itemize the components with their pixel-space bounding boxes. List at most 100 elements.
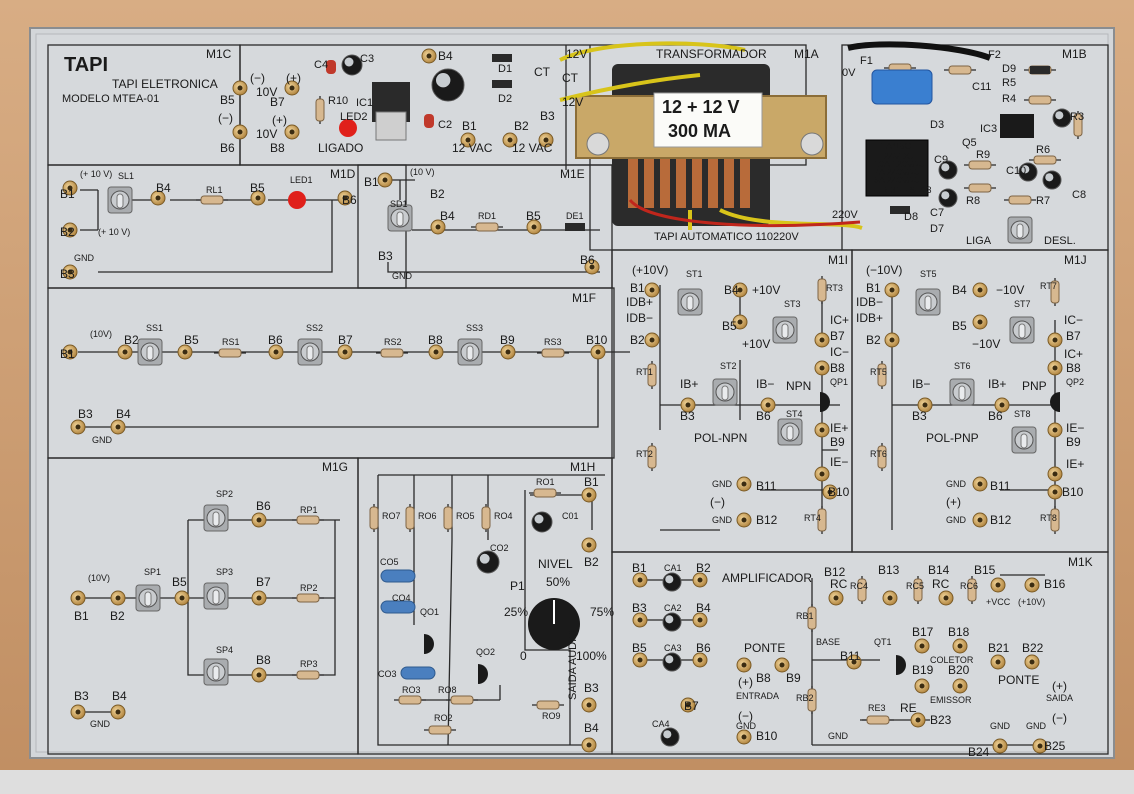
sd1-toggle-switch-lever <box>396 211 404 227</box>
b1-label: B1 <box>74 609 89 623</box>
jack-hole <box>741 517 747 523</box>
model-label: MODELO MTEA-01 <box>62 93 160 105</box>
desl-label: DESL. <box>1044 235 1076 247</box>
sp1-toggle-switch-lever <box>144 591 152 607</box>
icp-label: IC+ <box>1064 347 1084 361</box>
jack-hole <box>433 349 439 355</box>
r3-resistor <box>1073 113 1083 137</box>
coletor-label: COLETOR <box>930 655 974 665</box>
jack-hole <box>589 264 595 270</box>
transformer-winding <box>676 150 686 208</box>
jack-hole <box>1037 743 1043 749</box>
saida-label: SAIDA <box>1046 693 1074 703</box>
red-wire <box>628 198 861 227</box>
jack-hole <box>819 365 825 371</box>
b5-label: B5 <box>952 319 967 333</box>
sp4-label: SP4 <box>216 645 234 655</box>
c2-capacitor <box>424 114 434 128</box>
transformer-label <box>653 92 763 148</box>
b9-label: B9 <box>1066 435 1081 449</box>
company-label: TAPI ELETRONICA <box>112 77 218 91</box>
jack-hole <box>819 471 825 477</box>
jack-hole <box>586 702 592 708</box>
m1c-10v-a-label: 10V <box>256 85 278 99</box>
r5-label: R5 <box>1002 77 1017 89</box>
sl1-label: SL1 <box>118 171 135 181</box>
transformer-winding <box>644 150 654 208</box>
rt1-label: RT1 <box>636 367 653 377</box>
st4-label: ST4 <box>786 409 803 419</box>
led2 <box>339 119 357 137</box>
jack-hole <box>115 424 121 430</box>
ss1-toggle-switch-lever <box>146 345 154 361</box>
b16-label: B16 <box>1044 577 1066 591</box>
b1-label: B1 <box>632 561 647 575</box>
jack-hole <box>833 595 839 601</box>
f1-label: F1 <box>860 55 873 67</box>
jack-hole <box>237 129 243 135</box>
rt7-label: RT7 <box>1040 281 1057 291</box>
b4-label: B4 <box>724 283 739 297</box>
rb2-label: RB2 <box>796 693 814 703</box>
jack-hole <box>685 402 691 408</box>
qp1-label: QP1 <box>830 377 849 387</box>
b3-label: B3 <box>540 109 555 123</box>
st2-label: ST2 <box>720 361 737 371</box>
jack-hole <box>289 129 295 135</box>
tapi-auto-label: TAPI AUTOMATICO 110220V <box>654 231 799 243</box>
jack-hole <box>737 287 743 293</box>
b3-label: B3 <box>60 267 75 281</box>
qo1-transistor <box>424 634 434 654</box>
jack-hole <box>999 402 1005 408</box>
minus-label: (−) <box>710 495 725 509</box>
ibp-label: IB+ <box>680 377 699 391</box>
M1G-label: M1G <box>322 460 349 474</box>
jack-hole <box>697 577 703 583</box>
st6-label: ST6 <box>954 361 971 371</box>
gnd-label: GND <box>736 721 756 731</box>
b8-label: B8 <box>428 333 443 347</box>
idbm-label: IDB− <box>626 311 654 325</box>
b2-label: B2 <box>430 187 445 201</box>
ro9-resistor <box>536 700 560 710</box>
circuit-trace <box>891 290 1056 530</box>
ponte2-label: PONTE <box>998 673 1040 687</box>
diode <box>890 206 910 214</box>
sd1-label: SD1 <box>390 199 408 209</box>
jack-hole <box>637 617 643 623</box>
jack-hole <box>957 643 963 649</box>
rb1-label: RB1 <box>796 611 814 621</box>
sp2-toggle-switch-lever <box>212 511 220 527</box>
b11-label: B11 <box>990 479 1011 493</box>
line5-label: 5A 240VAC <box>874 175 920 185</box>
re3-resistor <box>866 715 890 725</box>
jack-hole <box>75 709 81 715</box>
d9-label: D9 <box>1002 63 1017 75</box>
liga-desl-toggle-switch-lever <box>1016 223 1024 239</box>
jack-hole <box>505 349 511 355</box>
M1E-label: M1E <box>560 167 585 181</box>
p10v-label: +10V <box>752 283 781 297</box>
b3-label: B3 <box>632 601 647 615</box>
rt4-label: RT4 <box>804 513 821 523</box>
rp3-label: RP3 <box>300 659 318 669</box>
M1H-label: M1H <box>570 460 596 474</box>
b25-label: B25 <box>1044 739 1066 753</box>
b3-label: B3 <box>912 409 927 423</box>
minus-label: (−) <box>738 709 753 723</box>
ro8-resistor <box>450 695 474 705</box>
b17-label: B17 <box>912 625 934 639</box>
ligado-label: LIGADO <box>318 141 364 155</box>
jack-hole <box>342 349 348 355</box>
icm-label: IC− <box>830 345 850 359</box>
ro5-resistor <box>443 506 453 530</box>
line6-label: HJR-3FF-S-Z 3 <box>870 185 932 195</box>
jack-hole <box>595 349 601 355</box>
b3-label: B3 <box>378 249 393 263</box>
pct50-label: 50% <box>546 575 571 589</box>
m1d-10v-b-label: (+ 10 V) <box>98 227 131 237</box>
jack-hole <box>889 337 895 343</box>
jack-hole <box>649 337 655 343</box>
b6-label: B6 <box>696 641 711 655</box>
polpnp-label: POL-PNP <box>926 431 979 445</box>
